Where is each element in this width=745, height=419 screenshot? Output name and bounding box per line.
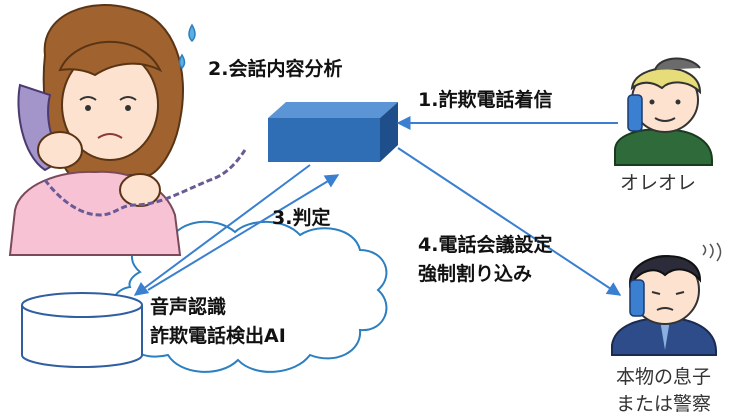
scammer-label: オレオレ xyxy=(620,172,697,194)
woman-on-phone-icon xyxy=(8,4,247,256)
device-box-icon xyxy=(268,102,398,162)
son-on-phone-icon xyxy=(611,242,722,356)
son-label-line2: または警察 xyxy=(616,393,712,415)
step4-label-line1: 4.電話会議設定 xyxy=(418,234,553,256)
ai-label-line1: 音声認識 xyxy=(150,296,227,318)
arrows xyxy=(133,116,622,296)
sweat-drop-icon xyxy=(178,23,196,70)
step1-label: 1.詐欺電話着信 xyxy=(418,89,553,111)
step3-label: 3.判定 xyxy=(272,207,331,229)
ai-label-line2: 詐欺電話検出AI xyxy=(150,325,286,347)
step2-label: 2.会話内容分析 xyxy=(208,58,343,80)
step4-label-line2: 強制割り込み xyxy=(418,263,533,285)
arrow-judgement xyxy=(147,174,340,291)
arrow-to-ai xyxy=(133,164,311,296)
database-cylinder-icon xyxy=(21,292,143,368)
scammer-icon xyxy=(614,57,713,166)
arrow-conference xyxy=(397,147,622,296)
son-label-line1: 本物の息子 xyxy=(616,366,712,388)
